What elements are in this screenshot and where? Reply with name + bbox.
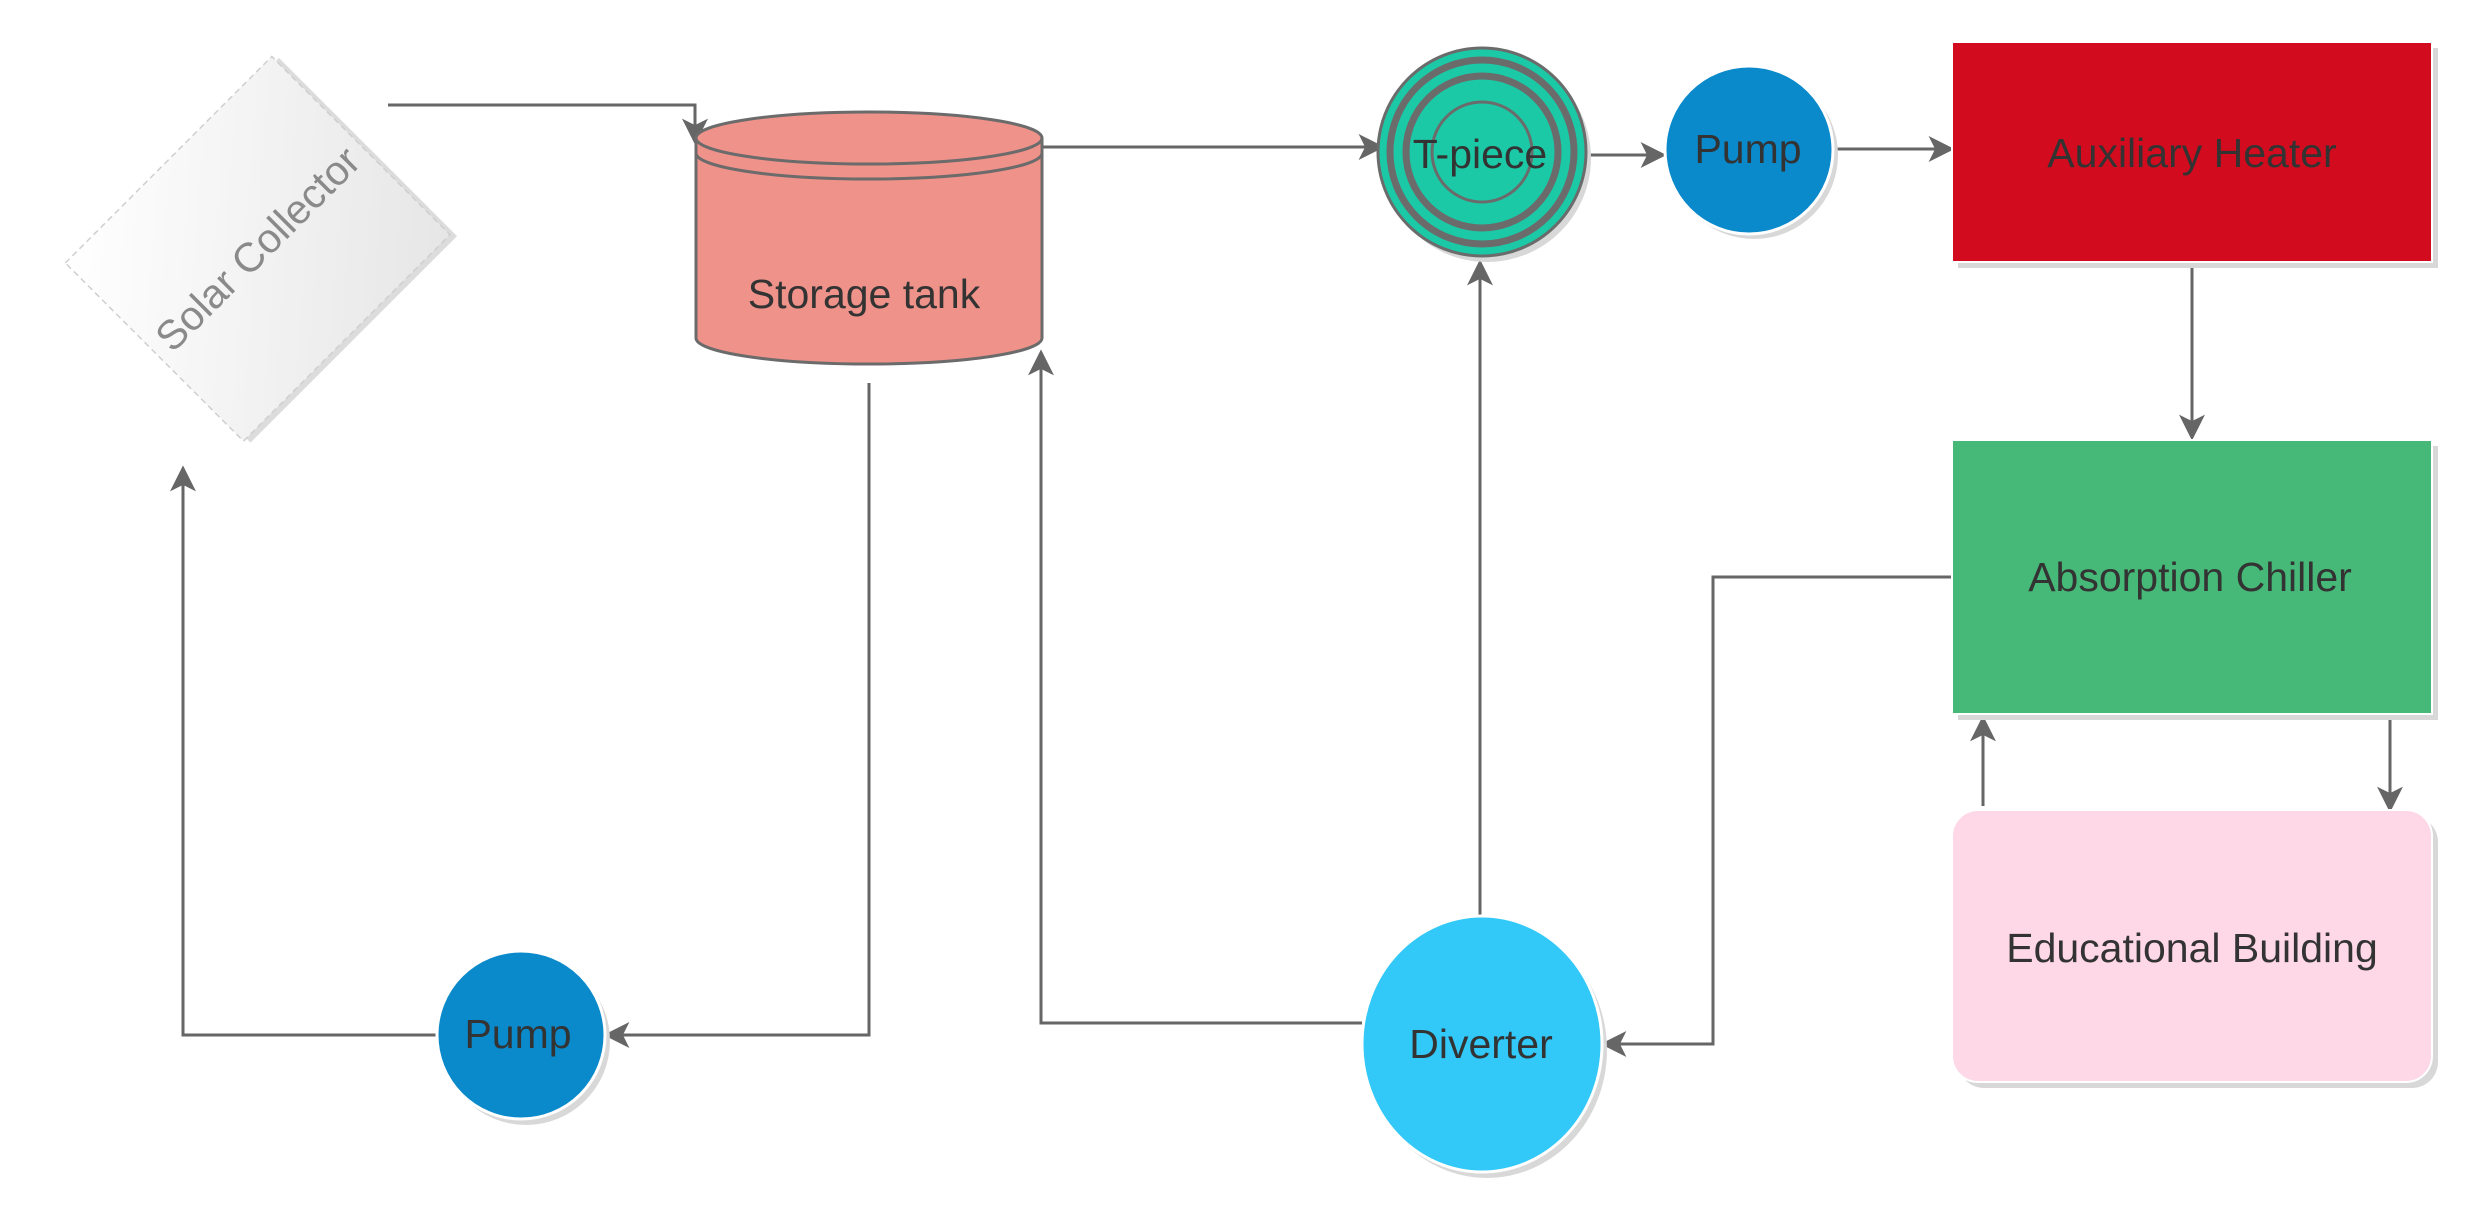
connector-chiller-to-diverter (1600, 575, 1952, 1057)
diverter-label: Diverter (1409, 1021, 1553, 1067)
connectors (170, 103, 2403, 1057)
auxiliary-heater: Auxiliary Heater (1951, 41, 2438, 268)
storage-tank-label: Storage tank (748, 271, 981, 317)
connector-tank-to-pump (603, 383, 871, 1048)
connector-solar-to-tank (388, 103, 708, 145)
connector-diverter-to-tank (1028, 349, 1362, 1025)
storage-tank: Storage tank (694, 110, 1044, 366)
solar-collector-shape (64, 55, 452, 443)
absorption-chiller-label: Absorption Chiller (2028, 554, 2352, 600)
t-piece: T-piece (1376, 46, 1591, 262)
pump-top-label: Pump (1694, 126, 1801, 172)
pump-top: Pump (1663, 64, 1838, 239)
educational-building-label: Educational Building (2006, 925, 2378, 971)
t-piece-label: T-piece (1413, 131, 1547, 177)
storage-tank-band (694, 152, 1044, 181)
absorption-chiller: Absorption Chiller (1951, 439, 2438, 720)
pump-top-shape (1663, 64, 1835, 236)
pump-bottom-label: Pump (464, 1011, 571, 1057)
storage-tank-top (694, 110, 1044, 166)
solar-collector: Solar Collector (64, 55, 458, 443)
diverter: Diverter (1360, 914, 1607, 1178)
pump-bottom: Pump (435, 949, 610, 1125)
connector-pump-to-solar (170, 465, 436, 1037)
auxiliary-heater-shape (1951, 41, 2433, 263)
absorption-chiller-shape (1951, 439, 2433, 715)
storage-tank-body (694, 138, 1044, 366)
diverter-shape (1360, 914, 1604, 1174)
auxiliary-heater-label: Auxiliary Heater (2047, 130, 2336, 176)
educational-building: Educational Building (1951, 809, 2438, 1088)
pump-bottom-shape (435, 949, 607, 1121)
educational-building-shape (1951, 809, 2433, 1083)
